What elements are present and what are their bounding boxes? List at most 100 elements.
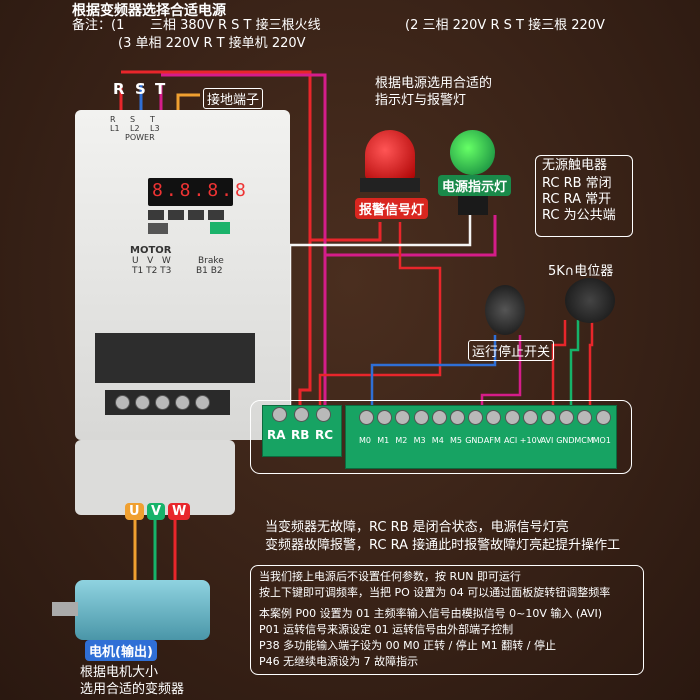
power-light-icon <box>450 130 495 175</box>
control-term-label: MCM <box>574 436 594 445</box>
control-term-label: GND <box>556 436 575 445</box>
instr-2: 按上下键即可调频率，当把 PO 设置为 04 可以通过面板旋转钮调整频率 <box>259 586 611 599</box>
control-screw-14 <box>595 410 611 425</box>
wire-switch-m0 <box>370 335 497 430</box>
select-light-note-2: 指示灯与报警灯 <box>375 93 467 108</box>
control-term-label: AVI <box>540 436 554 445</box>
alarm-base <box>360 178 420 192</box>
power-light-label: 电源指示灯 <box>438 175 512 196</box>
brake-terms: B1 B2 <box>196 266 223 276</box>
inverter-body <box>75 110 290 440</box>
motor-note-2: 选用合适的变频器 <box>80 682 185 697</box>
instructions-box: 当我们接上电源后不设置任何参数，按 RUN 即可运行 按上下键即可调频率，当把 … <box>250 565 644 675</box>
wire-ground <box>176 93 200 112</box>
pot-label: 5K∩电位器 <box>548 264 614 279</box>
u-label: U <box>125 503 144 520</box>
relay-note-box: 无源触电器 RC RB 常闭 RC RA 常开 RC 为公共端 <box>535 155 633 237</box>
note-2: (2 三相 220V R S T 接三根 220V <box>405 18 605 33</box>
relay-screw-rb <box>294 407 309 422</box>
relay-screw-ra <box>272 407 287 422</box>
wire-t-lights <box>161 73 327 405</box>
control-screw-4 <box>413 410 429 425</box>
instr-1: 当我们接上电源后不设置任何参数，按 RUN 即可运行 <box>259 570 521 583</box>
control-term-label: M2 <box>395 436 408 445</box>
instr-3: 本案例 P00 设置为 01 主频率输入信号由模拟信号 0~10V 输入 (AV… <box>259 607 603 620</box>
control-term-label: +10V <box>519 436 543 445</box>
relay-line-1: 无源触电器 <box>542 158 608 173</box>
key-run-small[interactable] <box>148 210 164 220</box>
pot-icon[interactable] <box>565 278 615 323</box>
wire-r-relay <box>298 72 312 405</box>
wire-pot-gnd <box>569 320 580 430</box>
status-line-2: 变频器故障报警，RC RA 接通此时报警故障灯亮起提升操作工 <box>265 538 621 553</box>
screw-3 <box>155 395 170 410</box>
control-screw-9 <box>504 410 520 425</box>
switch-icon[interactable] <box>485 285 525 335</box>
power-mark: POWER <box>125 133 155 142</box>
control-screw-5 <box>431 410 447 425</box>
motor-terms-t: T1 T2 T3 <box>132 266 172 276</box>
control-term-label: GND <box>465 436 484 445</box>
control-screw-8 <box>486 410 502 425</box>
control-screw-11 <box>541 410 556 425</box>
alarm-label: 报警信号灯 <box>355 198 429 219</box>
control-term-label: MO1 <box>592 436 611 445</box>
control-term-label: AFM <box>483 436 501 445</box>
key-run[interactable] <box>210 222 230 234</box>
control-screw-6 <box>450 410 465 425</box>
instr-5: P38 多功能输入端子设为 00 M0 正转 / 停止 M1 翻转 / 停止 <box>259 639 556 652</box>
t-label: T <box>155 80 166 98</box>
term-rb: RB <box>291 428 310 442</box>
screw-1 <box>115 395 130 410</box>
control-term-label: ACI <box>503 436 518 445</box>
v-label: V <box>147 503 166 520</box>
inverter-lower <box>75 440 235 515</box>
header-title: 根据变频器选择合适电源 <box>72 3 226 19</box>
relay-line-2: RC RB 常闭 <box>542 176 612 191</box>
motor-label: 电机(输出) <box>85 640 157 661</box>
key-mode[interactable] <box>148 223 168 234</box>
control-term-label: M5 <box>450 436 462 445</box>
terminal-panel-frame <box>250 400 632 474</box>
control-term-label: M1 <box>377 436 390 445</box>
w-label: W <box>168 503 191 520</box>
relay-screw-rc <box>316 407 331 422</box>
control-term-label: M0 <box>359 436 371 445</box>
control-screw-10 <box>522 410 538 425</box>
lcd-display: 8.8.8.8 <box>148 178 249 206</box>
control-screw-7 <box>468 410 484 425</box>
lcd-digits: 8.8.8.8 <box>152 180 249 201</box>
motor-terms: U V W <box>132 256 171 266</box>
control-screw-13 <box>577 410 593 425</box>
relay-line-3: RC RA 常开 <box>542 192 612 207</box>
wire-t-light2 <box>325 215 497 257</box>
term-ra: RA <box>267 428 286 442</box>
motor-icon <box>75 580 210 640</box>
key-set[interactable] <box>208 210 224 220</box>
note-1: 三相 380V R S T 接三根火线 <box>150 18 321 33</box>
terminal-area <box>95 333 255 383</box>
note-3: (3 单相 220V R T 接单机 220V <box>118 36 306 51</box>
control-term-label: M4 <box>431 436 444 445</box>
select-light-note: 根据电源选用合适的 <box>375 76 493 91</box>
instr-6: P46 无继续电源设为 7 故障指示 <box>259 655 419 668</box>
screw-2 <box>135 395 150 410</box>
term-rc: RC <box>315 428 334 442</box>
control-term-label: M3 <box>413 436 426 445</box>
control-screw-1 <box>359 410 374 425</box>
control-screw-12 <box>559 410 575 425</box>
screw-4 <box>175 395 190 410</box>
wire-alarm-out <box>318 222 442 405</box>
control-screw-3 <box>395 410 411 425</box>
wire-pot-avi <box>551 320 567 430</box>
screw-5 <box>195 395 210 410</box>
key-stop[interactable] <box>168 210 184 220</box>
s-label: S <box>135 80 146 98</box>
switch-label: 运行停止开关 <box>468 340 555 361</box>
key-prog[interactable] <box>188 210 204 220</box>
brake-mark: Brake <box>198 256 224 266</box>
keypad <box>148 210 233 234</box>
